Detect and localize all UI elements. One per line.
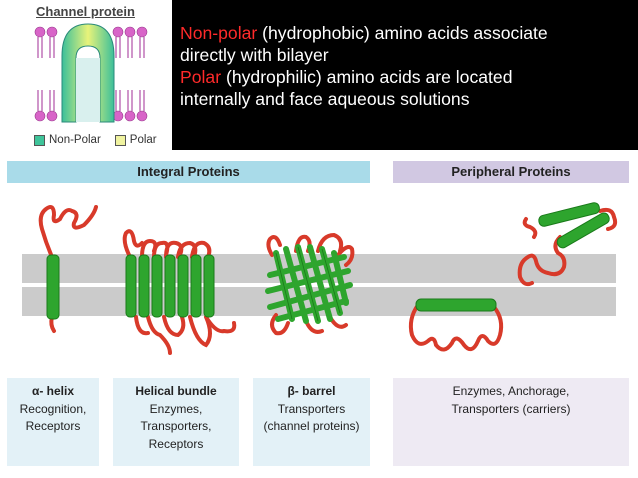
integral-proteins-header: Integral Proteins <box>7 161 370 183</box>
legend-nonpolar-label: Non-Polar <box>49 134 101 146</box>
beta-barrel-protein <box>265 232 355 336</box>
helical-bundle-title: Helical bundle <box>135 384 217 398</box>
peripheral-proteins-header: Peripheral Proteins <box>393 161 629 183</box>
inset-legend: Non-Polar Polar <box>34 134 157 146</box>
caption-line: Enzymes, <box>149 401 203 416</box>
inset-title: Channel protein <box>36 4 135 19</box>
info-line-4: internally and face aqueous solutions <box>180 89 470 109</box>
alpha-helix-title: α- helix <box>31 384 75 398</box>
helical-bundle-protein <box>122 229 237 355</box>
polar-swatch <box>114 134 126 146</box>
alpha-helix-caption: α- helix Recognition, Receptors <box>7 378 99 466</box>
caption-line: Receptors <box>148 436 204 451</box>
legend-polar-label: Polar <box>129 134 157 146</box>
peripheral-caption: Enzymes, Anchorage, Transporters (carrie… <box>393 378 629 466</box>
alpha-helix-protein <box>38 205 98 333</box>
peripheral-protein-upper <box>517 202 618 287</box>
info-line-3: Polar (hydrophilic) amino acids are loca… <box>180 66 638 88</box>
channel-protein-illustration <box>34 23 148 123</box>
caption-line: Recognition, <box>19 401 87 416</box>
info-line-1: Non-polar (hydrophobic) amino acids asso… <box>180 22 638 44</box>
info-line-2: directly with bilayer <box>180 45 329 65</box>
info-line-3-text: (hydrophilic) amino acids are located <box>221 67 513 87</box>
info-panel: Non-polar (hydrophobic) amino acids asso… <box>172 0 638 150</box>
caption-line: Transporters (carriers) <box>451 401 571 416</box>
nonpolar-term: Non-polar <box>180 23 258 43</box>
peripheral-protein-lower <box>408 298 504 352</box>
nonpolar-swatch <box>34 134 45 146</box>
beta-barrel-caption: β- barrel Transporters (channel proteins… <box>253 378 370 466</box>
polar-term: Polar <box>180 67 222 87</box>
caption-line: Enzymes, Anchorage, <box>452 384 570 398</box>
membrane-diagram <box>22 202 618 355</box>
helical-bundle-caption: Helical bundle Enzymes, Transporters, Re… <box>113 378 239 466</box>
caption-line: (channel proteins) <box>263 419 360 433</box>
caption-line: Receptors <box>25 419 81 433</box>
caption-line: Transporters, <box>140 419 212 433</box>
info-line-1-text: (hydrophobic) amino acids associate <box>257 23 548 43</box>
channel-protein-inset: Channel protein Non-Polar <box>0 0 172 150</box>
beta-barrel-title: β- barrel <box>287 384 336 398</box>
caption-line: Transporters <box>277 401 346 416</box>
